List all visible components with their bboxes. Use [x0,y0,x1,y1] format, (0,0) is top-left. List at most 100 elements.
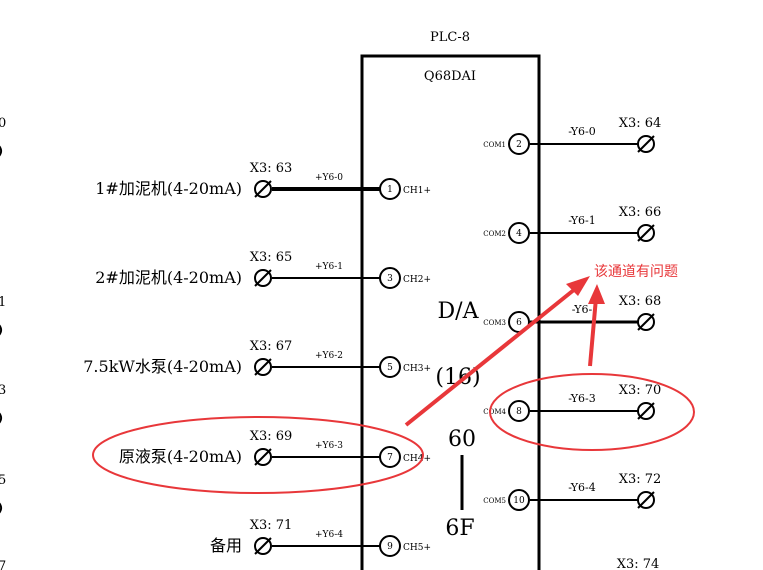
device-label: 原液泵(4-20mA) [119,447,242,466]
pin-circle [508,133,530,155]
wire-label: -Y6-0 [568,125,595,138]
wire-label: +Y6-0 [315,173,343,183]
edge-label: 7 [0,559,6,570]
left-channel-row: 1#加泥机(4-20mA) X3: 63 +Y6-0 1 CH1+ [95,161,431,200]
left-edge-partial-terminals: 0 1 3 5 7 [0,116,6,570]
channel-label: CH2+ [403,275,431,285]
terminal-icon [0,324,3,336]
pin-number: 5 [387,363,393,373]
pin-number: 2 [516,140,522,150]
terminal-label: X3: 69 [250,429,293,444]
pin-number: 7 [387,453,393,463]
annotation-text: 该通道有问题 [594,264,678,280]
terminal-label: X3: 63 [250,161,293,176]
arrow-head-left [566,276,590,296]
left-channel-row: 2#加泥机(4-20mA) X3: 65 +Y6-1 3 CH2+ [95,250,431,289]
edge-label: 0 [0,116,6,131]
pin-number: 9 [387,542,393,552]
left-channel-rows: 1#加泥机(4-20mA) X3: 63 +Y6-0 1 CH1+ 2#加泥机(4-20m… [83,161,431,557]
address-start: 60 [448,427,476,452]
device-label: 7.5kW水泵(4-20mA) [83,357,242,376]
pin-circle [379,267,401,289]
wire-label: +Y6-2 [315,351,343,361]
wire-label: -Y6-4 [568,481,595,494]
com-label: COM4 [483,408,506,416]
pin-circle [508,489,530,511]
pin-number: 8 [516,407,522,417]
annotation-layer: 该通道有问题 [92,264,695,494]
com-label: COM5 [483,497,506,505]
wire-label: +Y6-4 [315,530,343,540]
com-label: COM2 [483,230,506,238]
com-label: COM3 [483,319,506,327]
pin-circle [379,178,401,200]
edge-label: 5 [0,473,6,488]
module-model: Q68DAI [424,69,476,84]
pin-circle [379,446,401,468]
pin-number: 4 [516,229,522,239]
right-channel-row: COM2 4 -Y6-1 X3: 66 [483,205,662,244]
arrow-line-right [588,297,598,367]
terminal-icon [254,358,272,376]
wire-label: -Y6-3 [568,392,595,405]
left-channel-row: 7.5kW水泵(4-20mA) X3: 67 +Y6-2 5 CH3+ [83,339,431,378]
right-channel-row: COM4 8 -Y6-3 X3: 70 [483,383,662,422]
wire-label: -Y6-1 [568,214,595,227]
terminal-icon [637,313,655,331]
pin-circle [379,356,401,378]
highlight-ellipse-right [489,373,695,451]
terminal-icon [254,269,272,287]
terminal-icon [254,448,272,466]
device-label: 1#加泥机(4-20mA) [95,179,242,198]
arrow-line-left [404,283,582,427]
device-label: 备用 [210,536,242,555]
arrow-head-right [588,284,605,304]
pin-number: 3 [387,274,393,284]
channel-label: CH1+ [403,186,431,196]
terminal-label: X3: 66 [619,205,662,220]
pin-number: 1 [387,185,393,195]
terminal-icon [637,224,655,242]
terminal-label: X3: 71 [250,518,293,533]
com-label: COM1 [483,141,506,149]
edge-label: 1 [0,295,6,310]
terminal-icon [0,145,3,157]
partial-terminal-label: X3: 74 [617,557,660,570]
right-channel-row: COM5 10 -Y6-4 X3: 72 [483,472,662,511]
edge-label: 3 [0,383,6,398]
terminal-label: X3: 64 [619,116,662,131]
channel-label: CH4+ [403,454,431,464]
left-channel-row: 原液泵(4-20mA) X3: 69 +Y6-3 7 CH4+ [119,429,431,468]
highlight-ellipse-left [92,416,424,494]
pin-circle [508,222,530,244]
terminal-icon [0,412,3,424]
plc-name: PLC-8 [430,30,470,45]
terminal-icon [637,135,655,153]
channel-label: CH5+ [403,543,431,553]
device-label: 2#加泥机(4-20mA) [95,268,242,287]
terminal-icon [637,491,655,509]
pin-circle [508,400,530,422]
left-channel-row: 备用 X3: 71 +Y6-4 9 CH5+ [210,518,431,557]
wire-label: +Y6-3 [315,441,343,451]
terminal-icon [254,180,272,198]
terminal-icon [254,537,272,555]
terminal-icon [637,402,655,420]
terminal-label: X3: 70 [619,383,662,398]
right-channel-row: COM1 2 -Y6-0 X3: 64 [483,116,662,155]
address-end: 6F [445,516,474,541]
terminal-label: X3: 65 [250,250,293,265]
pin-circle [379,535,401,557]
terminal-label: X3: 72 [619,472,662,487]
terminal-icon [0,502,3,514]
channel-label: CH3+ [403,364,431,374]
terminal-label: X3: 67 [250,339,293,354]
terminal-label: X3: 68 [619,294,662,309]
wire-label: -Y6- [572,303,593,316]
pin-number: 10 [513,496,525,506]
wire-label: +Y6-1 [315,262,343,272]
module-type: D/A [438,299,480,324]
